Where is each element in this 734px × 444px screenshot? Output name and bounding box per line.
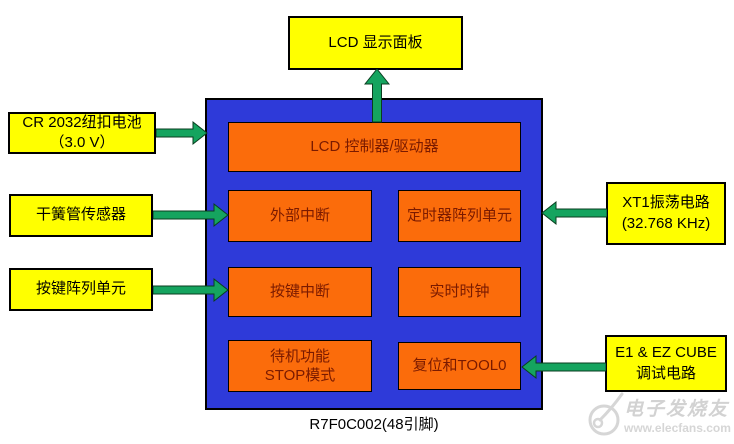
block-lcd-controller: LCD 控制器/驱动器 [228,122,521,172]
arrow-debug-to-reset-icon [521,354,606,380]
xt1-label-1: XT1振荡电路 [622,194,710,212]
block-rtc-label: 实时时钟 [429,283,490,301]
watermark-url: www.elecfans.com [624,421,731,435]
block-external-interrupt: 外部中断 [228,190,372,242]
block-standby-label-2: STOP模式 [264,367,336,384]
arrow-keys-to-interrupt-icon [153,277,229,303]
block-reset-tool0: 复位和TOOL0 [398,342,521,390]
xt1-oscillator-box: XT1振荡电路 (32.768 KHz) [606,182,726,245]
watermark: 电子发烧友 www.elecfans.com [586,390,734,444]
lcd-panel-box: LCD 显示面板 [288,16,463,70]
block-timer-array: 定时器阵列单元 [398,190,521,242]
block-rtc: 实时时钟 [398,267,521,317]
chip-caption: R7F0C002(48引脚) [309,416,439,433]
block-lcd-controller-label: LCD 控制器/驱动器 [310,138,439,156]
watermark-text: 电子发烧友 www.elecfans.com [624,394,734,435]
arrow-battery-to-chip-icon [156,120,208,146]
reed-sensor-label: 干簧管传感器 [35,206,126,224]
debug-label-2: 调试电路 [635,364,696,382]
arrow-up-lcd-panel-icon [364,69,390,123]
block-timer-array-label: 定时器阵列单元 [406,207,512,225]
block-key-interrupt-label: 按键中断 [269,283,330,301]
block-key-interrupt: 按键中断 [228,267,372,317]
battery-label-2: （3.0 V） [49,134,115,151]
battery-box: CR 2032纽扣电池 （3.0 V） [8,112,156,154]
debug-label-1: E1 & EZ CUBE [615,344,717,362]
watermark-name: 电子发烧友 [624,399,730,420]
arrow-reed-to-interrupt-icon [153,202,229,228]
block-standby-label-1: 待机功能 [269,347,330,365]
block-external-interrupt-label: 外部中断 [269,207,330,225]
block-standby: 待机功能 STOP模式 [228,340,372,392]
key-array-box: 按键阵列单元 [9,268,153,311]
lcd-panel-label: LCD 显示面板 [328,33,423,51]
battery-label-1: CR 2032纽扣电池 [22,113,142,131]
reed-sensor-box: 干簧管传感器 [9,194,153,237]
key-array-label: 按键阵列单元 [35,280,126,298]
elecfans-logo-icon [588,392,624,436]
debug-circuit-box: E1 & EZ CUBE 调试电路 [605,335,727,392]
arrow-xt1-to-chip-icon [541,200,607,226]
xt1-label-2: (32.768 KHz) [621,214,711,232]
block-reset-tool0-label: 复位和TOOL0 [412,357,507,375]
